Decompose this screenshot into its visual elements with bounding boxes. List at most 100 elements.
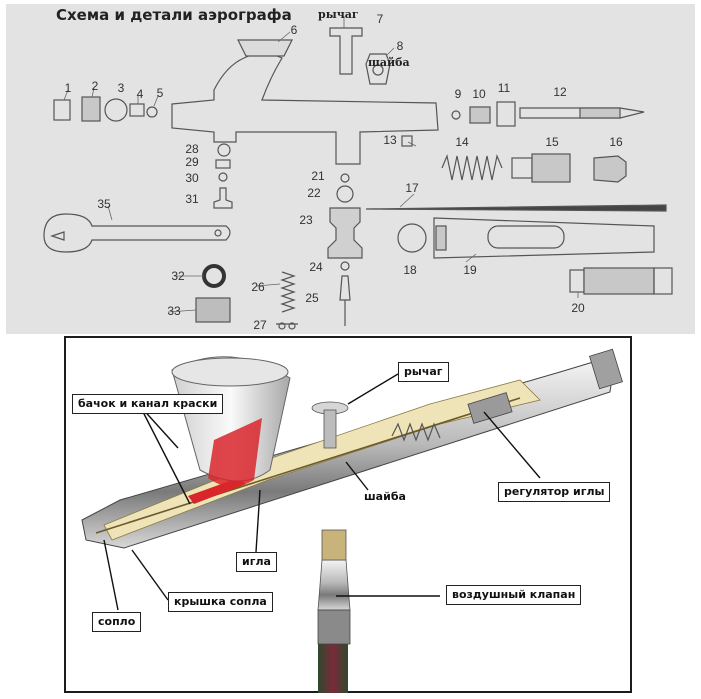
part-number: 30 xyxy=(185,171,199,185)
callout-needle-regulator: регулятор иглы xyxy=(498,482,611,502)
callout-needle: игла xyxy=(236,552,277,572)
part-17-needle xyxy=(365,204,667,212)
part-number: 20 xyxy=(571,301,585,315)
callout-washer: шайба xyxy=(364,490,406,503)
part-number: 5 xyxy=(156,86,164,100)
part-number: 3 xyxy=(117,81,125,95)
part-12-knurl xyxy=(579,107,621,119)
needle-spring xyxy=(391,422,441,442)
part-number: 19 xyxy=(463,263,477,277)
part-11 xyxy=(496,101,516,127)
schematic-lever-label: рычаг xyxy=(318,8,359,21)
part-20c xyxy=(653,267,673,295)
part-26-spring xyxy=(280,271,296,313)
callout-air-valve: воздушный клапан xyxy=(446,585,582,605)
schematic-title: Схема и детали аэрографа xyxy=(56,6,292,24)
part-5 xyxy=(146,106,158,118)
part-30 xyxy=(218,172,228,182)
part-16 xyxy=(593,155,627,183)
air-valve-body xyxy=(317,559,351,611)
cup-lid-part xyxy=(237,39,293,57)
needle xyxy=(95,397,521,534)
part-number: 17 xyxy=(405,181,419,195)
part-2 xyxy=(81,96,101,122)
part-35-hole xyxy=(214,229,222,237)
part-number: 29 xyxy=(185,155,199,169)
cup-rim xyxy=(171,357,289,387)
part-27b xyxy=(288,322,296,330)
callout-nozzle: сопло xyxy=(92,612,142,632)
part-9 xyxy=(451,110,461,120)
part-18 xyxy=(397,223,427,253)
callout-lever: рычаг xyxy=(398,362,449,382)
part-25 xyxy=(339,275,351,301)
part-35-notch xyxy=(50,231,65,241)
part-number: 10 xyxy=(472,87,486,101)
part-15b xyxy=(531,153,571,183)
part-number: 32 xyxy=(171,269,185,283)
part-1 xyxy=(53,99,71,121)
washer-hole xyxy=(372,64,384,76)
part-number: 11 xyxy=(497,81,511,95)
part-number: 28 xyxy=(185,142,199,156)
part-35-wrench xyxy=(43,213,231,253)
part-13 xyxy=(401,135,413,147)
lever-stem xyxy=(323,409,337,449)
airbrush-body-part xyxy=(171,49,439,165)
part-number: 27 xyxy=(253,318,267,332)
hose-nut xyxy=(317,609,351,645)
part-19-slot xyxy=(487,225,565,249)
part-number: 9 xyxy=(454,87,462,101)
part-20b xyxy=(583,267,655,295)
part-number: 4 xyxy=(136,87,144,101)
part-number: 8 xyxy=(396,39,404,53)
part-number: 6 xyxy=(290,23,298,37)
part-number: 18 xyxy=(403,263,417,277)
part-number: 2 xyxy=(91,79,99,93)
part-19-thread xyxy=(435,225,447,251)
callout-lines xyxy=(103,373,541,611)
part-22 xyxy=(336,185,354,203)
schematic-leader-lines xyxy=(63,16,579,313)
part-number: 26 xyxy=(251,280,265,294)
part-number: 14 xyxy=(455,135,469,149)
part-number: 7 xyxy=(376,12,384,26)
part-number: 25 xyxy=(305,291,319,305)
parts-schematic-panel xyxy=(6,4,695,334)
part-27a xyxy=(278,322,286,330)
part-29 xyxy=(215,159,231,169)
part-number: 13 xyxy=(383,133,397,147)
part-14-spring xyxy=(441,153,503,181)
callout-tank: бачок и канал краски xyxy=(72,394,224,414)
part-number: 35 xyxy=(97,197,111,211)
part-31 xyxy=(213,187,233,209)
part-3 xyxy=(104,98,128,122)
washer-part xyxy=(365,53,391,85)
air-valve-stem xyxy=(321,529,347,561)
part-24 xyxy=(340,261,350,271)
paint-in-cup xyxy=(208,418,262,487)
rear-knob xyxy=(589,348,623,390)
part-4 xyxy=(129,103,145,117)
part-number: 24 xyxy=(309,260,323,274)
lever-part xyxy=(329,27,363,75)
cutaway-interior xyxy=(103,379,541,541)
air-hose xyxy=(318,640,348,693)
part-number: 23 xyxy=(299,213,313,227)
part-number: 16 xyxy=(609,135,623,149)
part-number: 31 xyxy=(185,192,199,206)
part-33 xyxy=(195,297,231,323)
part-number: 1 xyxy=(64,81,72,95)
part-number: 15 xyxy=(545,135,559,149)
part-10 xyxy=(469,106,491,124)
part-number: 22 xyxy=(307,186,321,200)
part-19-handle xyxy=(433,217,655,259)
schematic-washer-label: шайба xyxy=(368,56,410,69)
part-number: 33 xyxy=(167,304,181,318)
callout-nozzle-cap: крышка сопла xyxy=(168,592,273,612)
part-21 xyxy=(340,173,350,183)
needle-regulator-part xyxy=(467,392,513,424)
part-number: 21 xyxy=(311,169,325,183)
